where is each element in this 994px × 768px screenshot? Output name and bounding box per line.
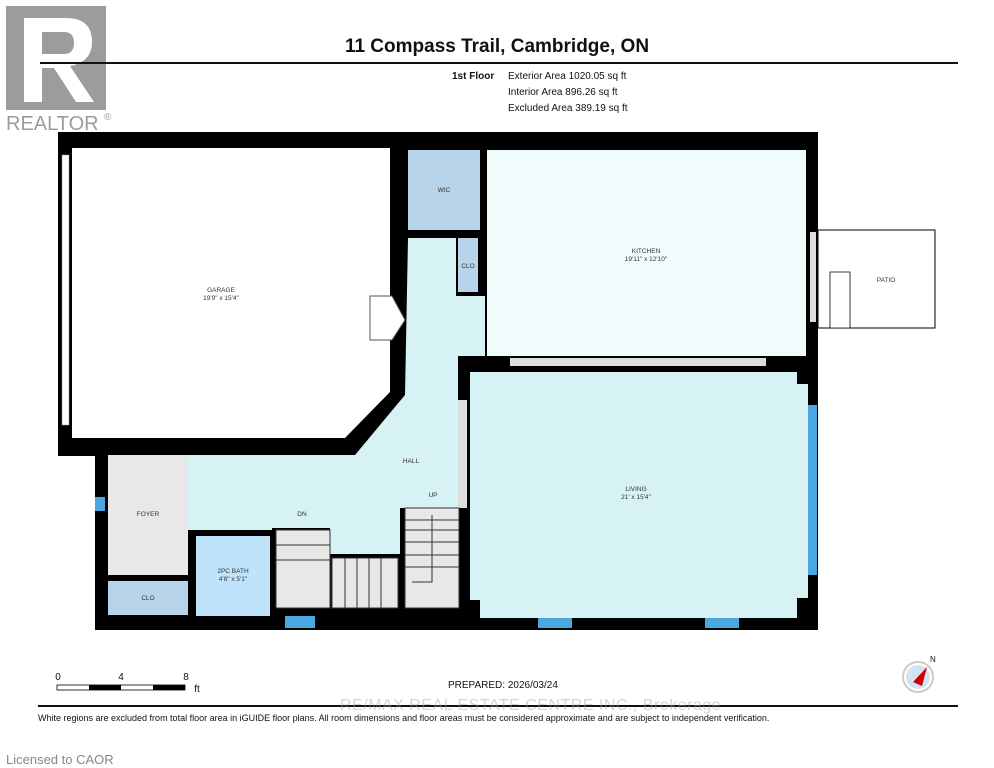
svg-text:ft: ft xyxy=(194,684,200,695)
svg-text:4: 4 xyxy=(118,672,124,683)
label-foyer: FOYER xyxy=(137,511,160,518)
label-dn: DN xyxy=(297,511,307,518)
room-wic xyxy=(408,150,480,230)
label-hall: HALL xyxy=(403,458,420,465)
exterior-area: Exterior Area 1020.05 sq ft xyxy=(508,71,627,82)
room-kitchen xyxy=(487,150,806,356)
scale-bar: 0 4 8 ft xyxy=(55,672,200,695)
patio-door xyxy=(810,232,816,322)
svg-text:8: 8 xyxy=(183,672,189,683)
label-garage: GARAGE xyxy=(207,287,235,294)
room-clo-foyer xyxy=(108,581,188,615)
svg-text:N: N xyxy=(930,655,936,664)
label-clo-foyer: CLO xyxy=(141,595,154,602)
label-wic: WIC xyxy=(438,187,451,194)
stairs-down xyxy=(275,529,399,609)
label-clo-hall: CLO xyxy=(461,263,474,270)
living-window xyxy=(808,405,817,575)
watermark: RE/MAX REAL ESTATE CENTRE INC., Brokerag… xyxy=(340,697,722,714)
dims-garage: 19'9" x 15'4" xyxy=(203,295,239,302)
label-kitchen: KITCHEN xyxy=(632,248,661,255)
dims-bath: 4'8" x 5'1" xyxy=(219,576,248,583)
room-clo-hall xyxy=(458,238,478,292)
label-living: LIVING xyxy=(625,486,646,493)
dims-kitchen: 19'11" x 12'10" xyxy=(625,256,668,263)
svg-text:®: ® xyxy=(104,112,112,123)
svg-text:REALTOR: REALTOR xyxy=(6,113,99,134)
header-divider xyxy=(40,62,958,64)
realtor-logo: REALTOR ® xyxy=(4,4,116,139)
room-bath xyxy=(196,536,270,616)
disclaimer: White regions are excluded from total fl… xyxy=(38,713,770,723)
north-arrow-icon: N xyxy=(902,655,936,693)
room-foyer xyxy=(108,455,188,575)
stairs-up xyxy=(404,507,460,609)
foyer-window xyxy=(95,497,105,511)
page-title: 11 Compass Trail, Cambridge, ON xyxy=(344,36,650,57)
prepared-date: PREPARED: 2026/03/24 xyxy=(448,680,558,691)
label-patio: PATIO xyxy=(877,277,896,284)
interior-area: Interior Area 896.26 sq ft xyxy=(508,87,618,98)
label-bath: 2PC BATH xyxy=(217,568,249,575)
garage-steps xyxy=(369,295,406,341)
room-hall xyxy=(188,238,485,554)
garage-door xyxy=(61,154,70,426)
floor-label: 1st Floor xyxy=(452,71,495,82)
svg-text:0: 0 xyxy=(55,672,61,683)
kitchen-opening xyxy=(510,358,766,366)
room-living xyxy=(470,372,808,618)
label-up: UP xyxy=(428,492,437,499)
living-window xyxy=(538,618,572,628)
excluded-area: Excluded Area 389.19 sq ft xyxy=(508,103,628,114)
dims-living: 21' x 15'4" xyxy=(621,494,651,501)
licensed-text: Licensed to CAOR xyxy=(6,752,114,767)
living-window xyxy=(705,618,739,628)
room-garage xyxy=(72,148,390,438)
footer-divider xyxy=(38,705,958,707)
bath-window xyxy=(285,616,315,628)
